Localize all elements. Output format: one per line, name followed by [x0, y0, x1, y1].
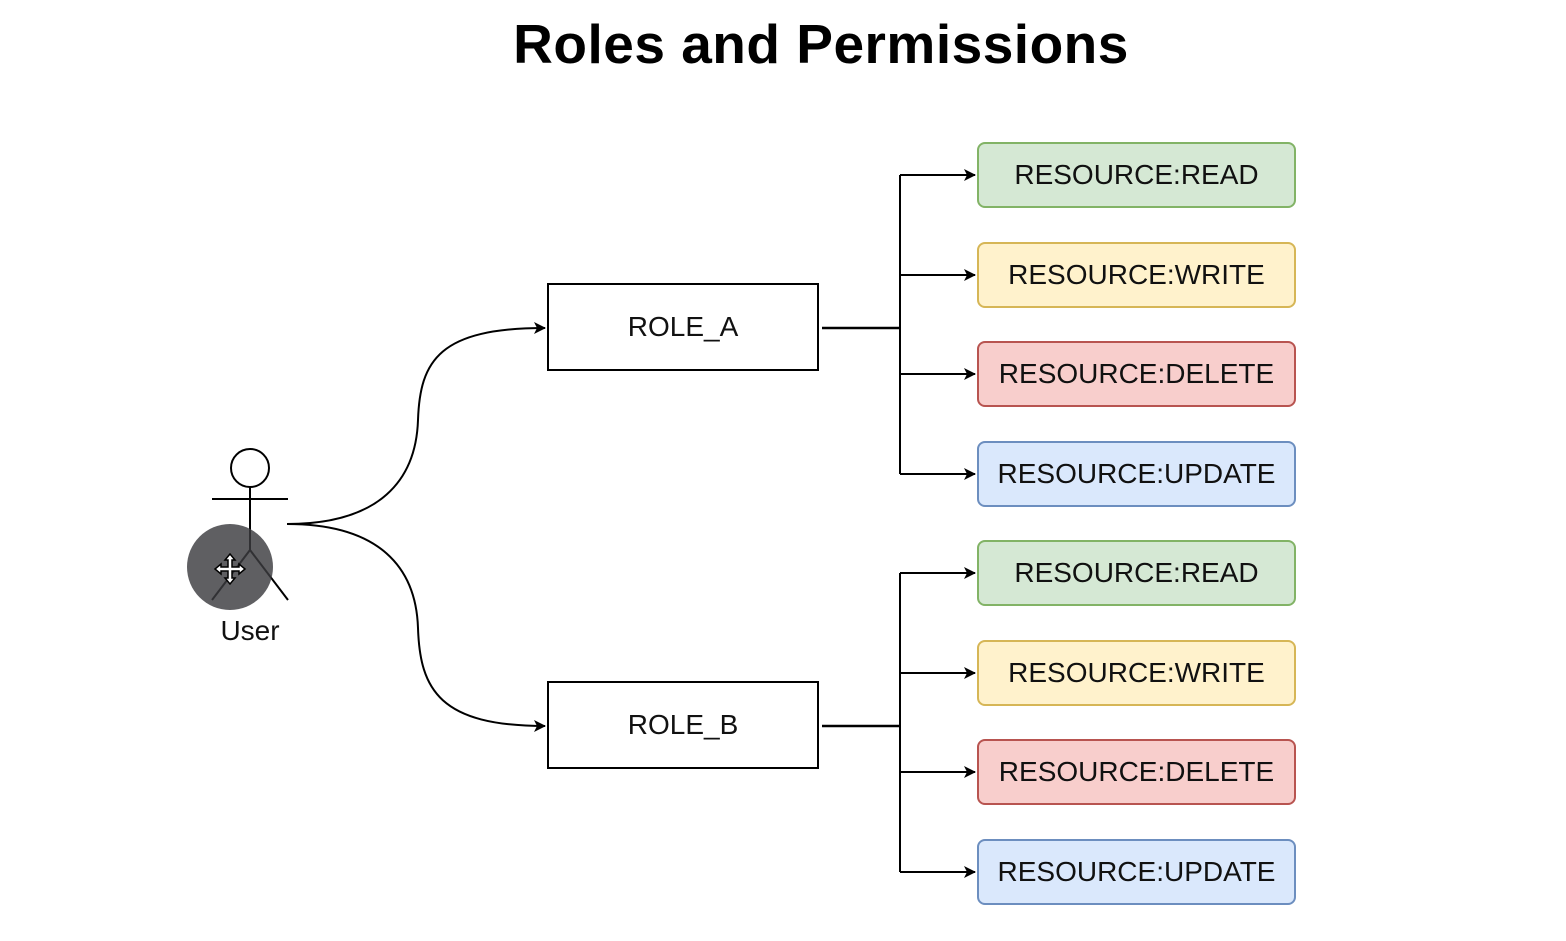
permission-label: RESOURCE:READ	[1014, 557, 1259, 588]
permission-label: RESOURCE:READ	[1014, 159, 1259, 190]
role-a-label: ROLE_A	[627, 311, 739, 342]
user-label: User	[220, 615, 280, 646]
diagram-title: Roles and Permissions	[513, 13, 1129, 75]
role-a-permission-read[interactable]: RESOURCE:READ	[977, 142, 1296, 208]
permission-label: RESOURCE:WRITE	[1008, 657, 1265, 688]
edge-user-role-a	[286, 322, 546, 525]
role-b-permission-delete[interactable]: RESOURCE:DELETE	[977, 739, 1296, 805]
permission-label: RESOURCE:DELETE	[998, 358, 1275, 389]
role-a-permission-update[interactable]: RESOURCE:UPDATE	[977, 441, 1296, 507]
role-b-box[interactable]: ROLE_B	[547, 681, 819, 769]
edge-user-role-b	[286, 523, 546, 732]
permission-label: RESOURCE:DELETE	[998, 756, 1275, 787]
role-a-permission-write[interactable]: RESOURCE:WRITE	[977, 242, 1296, 308]
role-a-permission-delete[interactable]: RESOURCE:DELETE	[977, 341, 1296, 407]
permission-label: RESOURCE:WRITE	[1008, 259, 1265, 290]
move-cursor-icon	[213, 552, 247, 586]
role-b-permission-read[interactable]: RESOURCE:READ	[977, 540, 1296, 606]
role-b-permission-update[interactable]: RESOURCE:UPDATE	[977, 839, 1296, 905]
role-a-box[interactable]: ROLE_A	[547, 283, 819, 371]
permission-label: RESOURCE:UPDATE	[997, 458, 1276, 489]
role-b-permission-write[interactable]: RESOURCE:WRITE	[977, 640, 1296, 706]
permission-label: RESOURCE:UPDATE	[997, 856, 1276, 887]
role-b-label: ROLE_B	[627, 709, 739, 740]
